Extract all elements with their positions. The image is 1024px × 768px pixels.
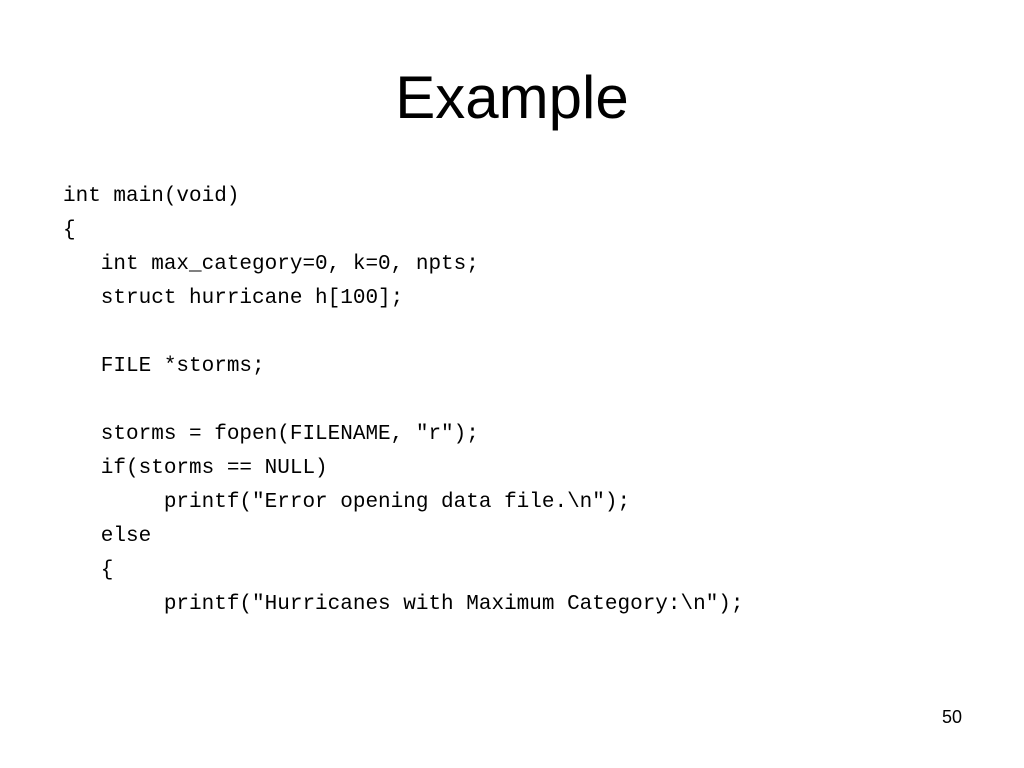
- code-line: printf("Error opening data file.\n");: [63, 491, 631, 514]
- code-line: if(storms == NULL): [63, 457, 328, 480]
- code-line: struct hurricane h[100];: [63, 287, 404, 310]
- page-number: 50: [941, 707, 962, 727]
- code-line: [63, 316, 744, 350]
- code-line: {: [63, 219, 76, 242]
- code-line: int max_category=0, k=0, npts;: [63, 253, 479, 276]
- code-line: [63, 384, 744, 418]
- code-line: int main(void): [63, 185, 240, 208]
- code-line: storms = fopen(FILENAME, "r");: [63, 423, 479, 446]
- slide-title: Example: [395, 64, 629, 131]
- code-block: int main(void) { int max_category=0, k=0,…: [63, 180, 744, 622]
- code-line: else: [63, 525, 152, 548]
- code-line: printf("Hurricanes with Maximum Category…: [63, 593, 744, 616]
- code-line: {: [63, 559, 114, 582]
- code-line: FILE *storms;: [63, 355, 265, 378]
